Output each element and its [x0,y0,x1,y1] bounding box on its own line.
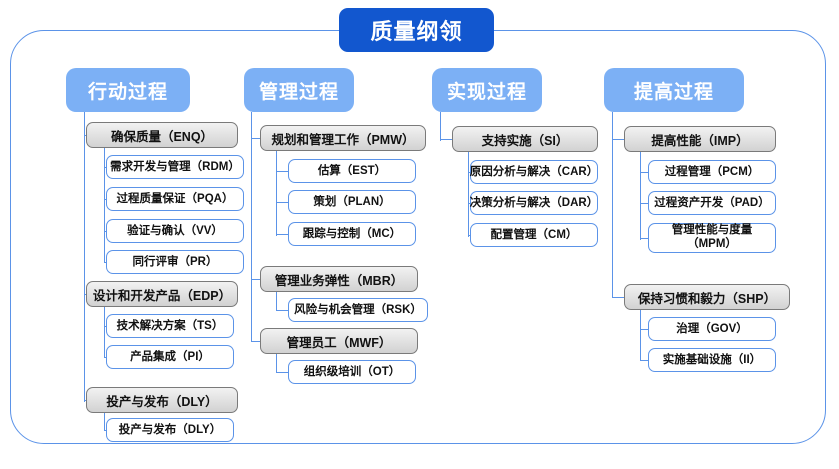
leaf-node-car[interactable]: 原因分析与解决（CAR） [470,160,598,184]
connector-subspine-mbr [276,292,278,311]
leaf-node-pqa[interactable]: 过程质量保证（PQA） [106,187,244,211]
leaf-node-vv[interactable]: 验证与确认（VV） [106,219,244,243]
connector-subspine-imp [640,152,642,240]
connector-subspine-shp [640,310,642,361]
column-header-management-process[interactable]: 管理过程 [244,68,354,112]
leaf-node-pcm[interactable]: 过程管理（PCM） [648,160,776,184]
connector-stub-pad [640,203,654,205]
connector-stub-shp [612,297,626,299]
connector-stub-gov [640,329,654,331]
group-node-dly[interactable]: 投产与发布（DLY） [86,387,238,413]
connector-stub-mbr [251,279,262,281]
connector-stub-si [440,139,454,141]
leaf-node-mc[interactable]: 跟踪与控制（MC） [288,222,416,246]
connector-stub-rsk [276,310,290,312]
leaf-node-mpm[interactable]: 管理性能与度量（MPM） [648,223,776,253]
leaf-node-dar[interactable]: 决策分析与解决（DAR） [470,191,598,215]
leaf-node-gov[interactable]: 治理（GOV） [648,317,776,341]
connector-spine-col2 [251,112,253,342]
group-node-shp[interactable]: 保持习惯和毅力（SHP） [624,284,790,310]
connector-stub-mpm [640,238,654,240]
connector-stub-mwf [251,341,262,343]
connector-spine-col4 [612,112,614,298]
leaf-node-rdm[interactable]: 需求开发与管理（RDM） [106,155,244,179]
column-header-improvement-process[interactable]: 提高过程 [604,68,744,112]
connector-subspine-dly [104,413,106,431]
leaf-node-rsk[interactable]: 风险与机会管理（RSK） [288,298,428,322]
leaf-node-ii[interactable]: 实施基础设施（II） [648,348,776,372]
connector-stub-est [276,171,290,173]
connector-stub-ot [276,372,290,374]
group-node-mbr[interactable]: 管理业务弹性（MBR） [260,266,418,292]
leaf-node-cm[interactable]: 配置管理（CM） [470,223,598,247]
connector-subspine-edp [104,307,106,358]
group-node-imp[interactable]: 提高性能（IMP） [624,126,776,152]
connector-stub-plan [276,202,290,204]
column-header-action-process[interactable]: 行动过程 [66,68,190,112]
leaf-node-pad[interactable]: 过程资产开发（PAD） [648,191,776,215]
group-node-edp[interactable]: 设计和开发产品（EDP） [86,281,238,307]
connector-subspine-pmw [276,151,278,236]
leaf-node-ts[interactable]: 技术解决方案（TS） [106,314,234,338]
leaf-node-dly-child[interactable]: 投产与发布（DLY） [106,418,234,442]
connector-stub-imp [612,139,626,141]
connector-stub-pmw [251,138,262,140]
connector-spine-col1 [84,112,86,402]
leaf-node-est[interactable]: 估算（EST） [288,159,416,183]
connector-subspine-si [468,152,470,237]
column-header-realization-process[interactable]: 实现过程 [432,68,542,112]
leaf-node-ot[interactable]: 组织级培训（OT） [288,360,416,384]
leaf-node-pr[interactable]: 同行评审（PR） [106,250,244,274]
group-node-si[interactable]: 支持实施（SI） [452,126,598,152]
leaf-node-pi[interactable]: 产品集成（PI） [106,345,234,369]
root-node-quality-program[interactable]: 质量纲领 [339,8,494,52]
group-node-pmw[interactable]: 规划和管理工作（PMW） [260,125,426,151]
connector-stub-mc [276,234,290,236]
connector-spine-col3 [440,112,442,141]
connector-subspine-mwf [276,354,278,373]
leaf-node-plan[interactable]: 策划（PLAN） [288,190,416,214]
connector-stub-pcm [640,172,654,174]
connector-subspine-enq [104,148,106,262]
group-node-mwf[interactable]: 管理员工（MWF） [260,328,418,354]
group-node-enq[interactable]: 确保质量（ENQ） [86,122,238,148]
connector-stub-ii [640,360,654,362]
